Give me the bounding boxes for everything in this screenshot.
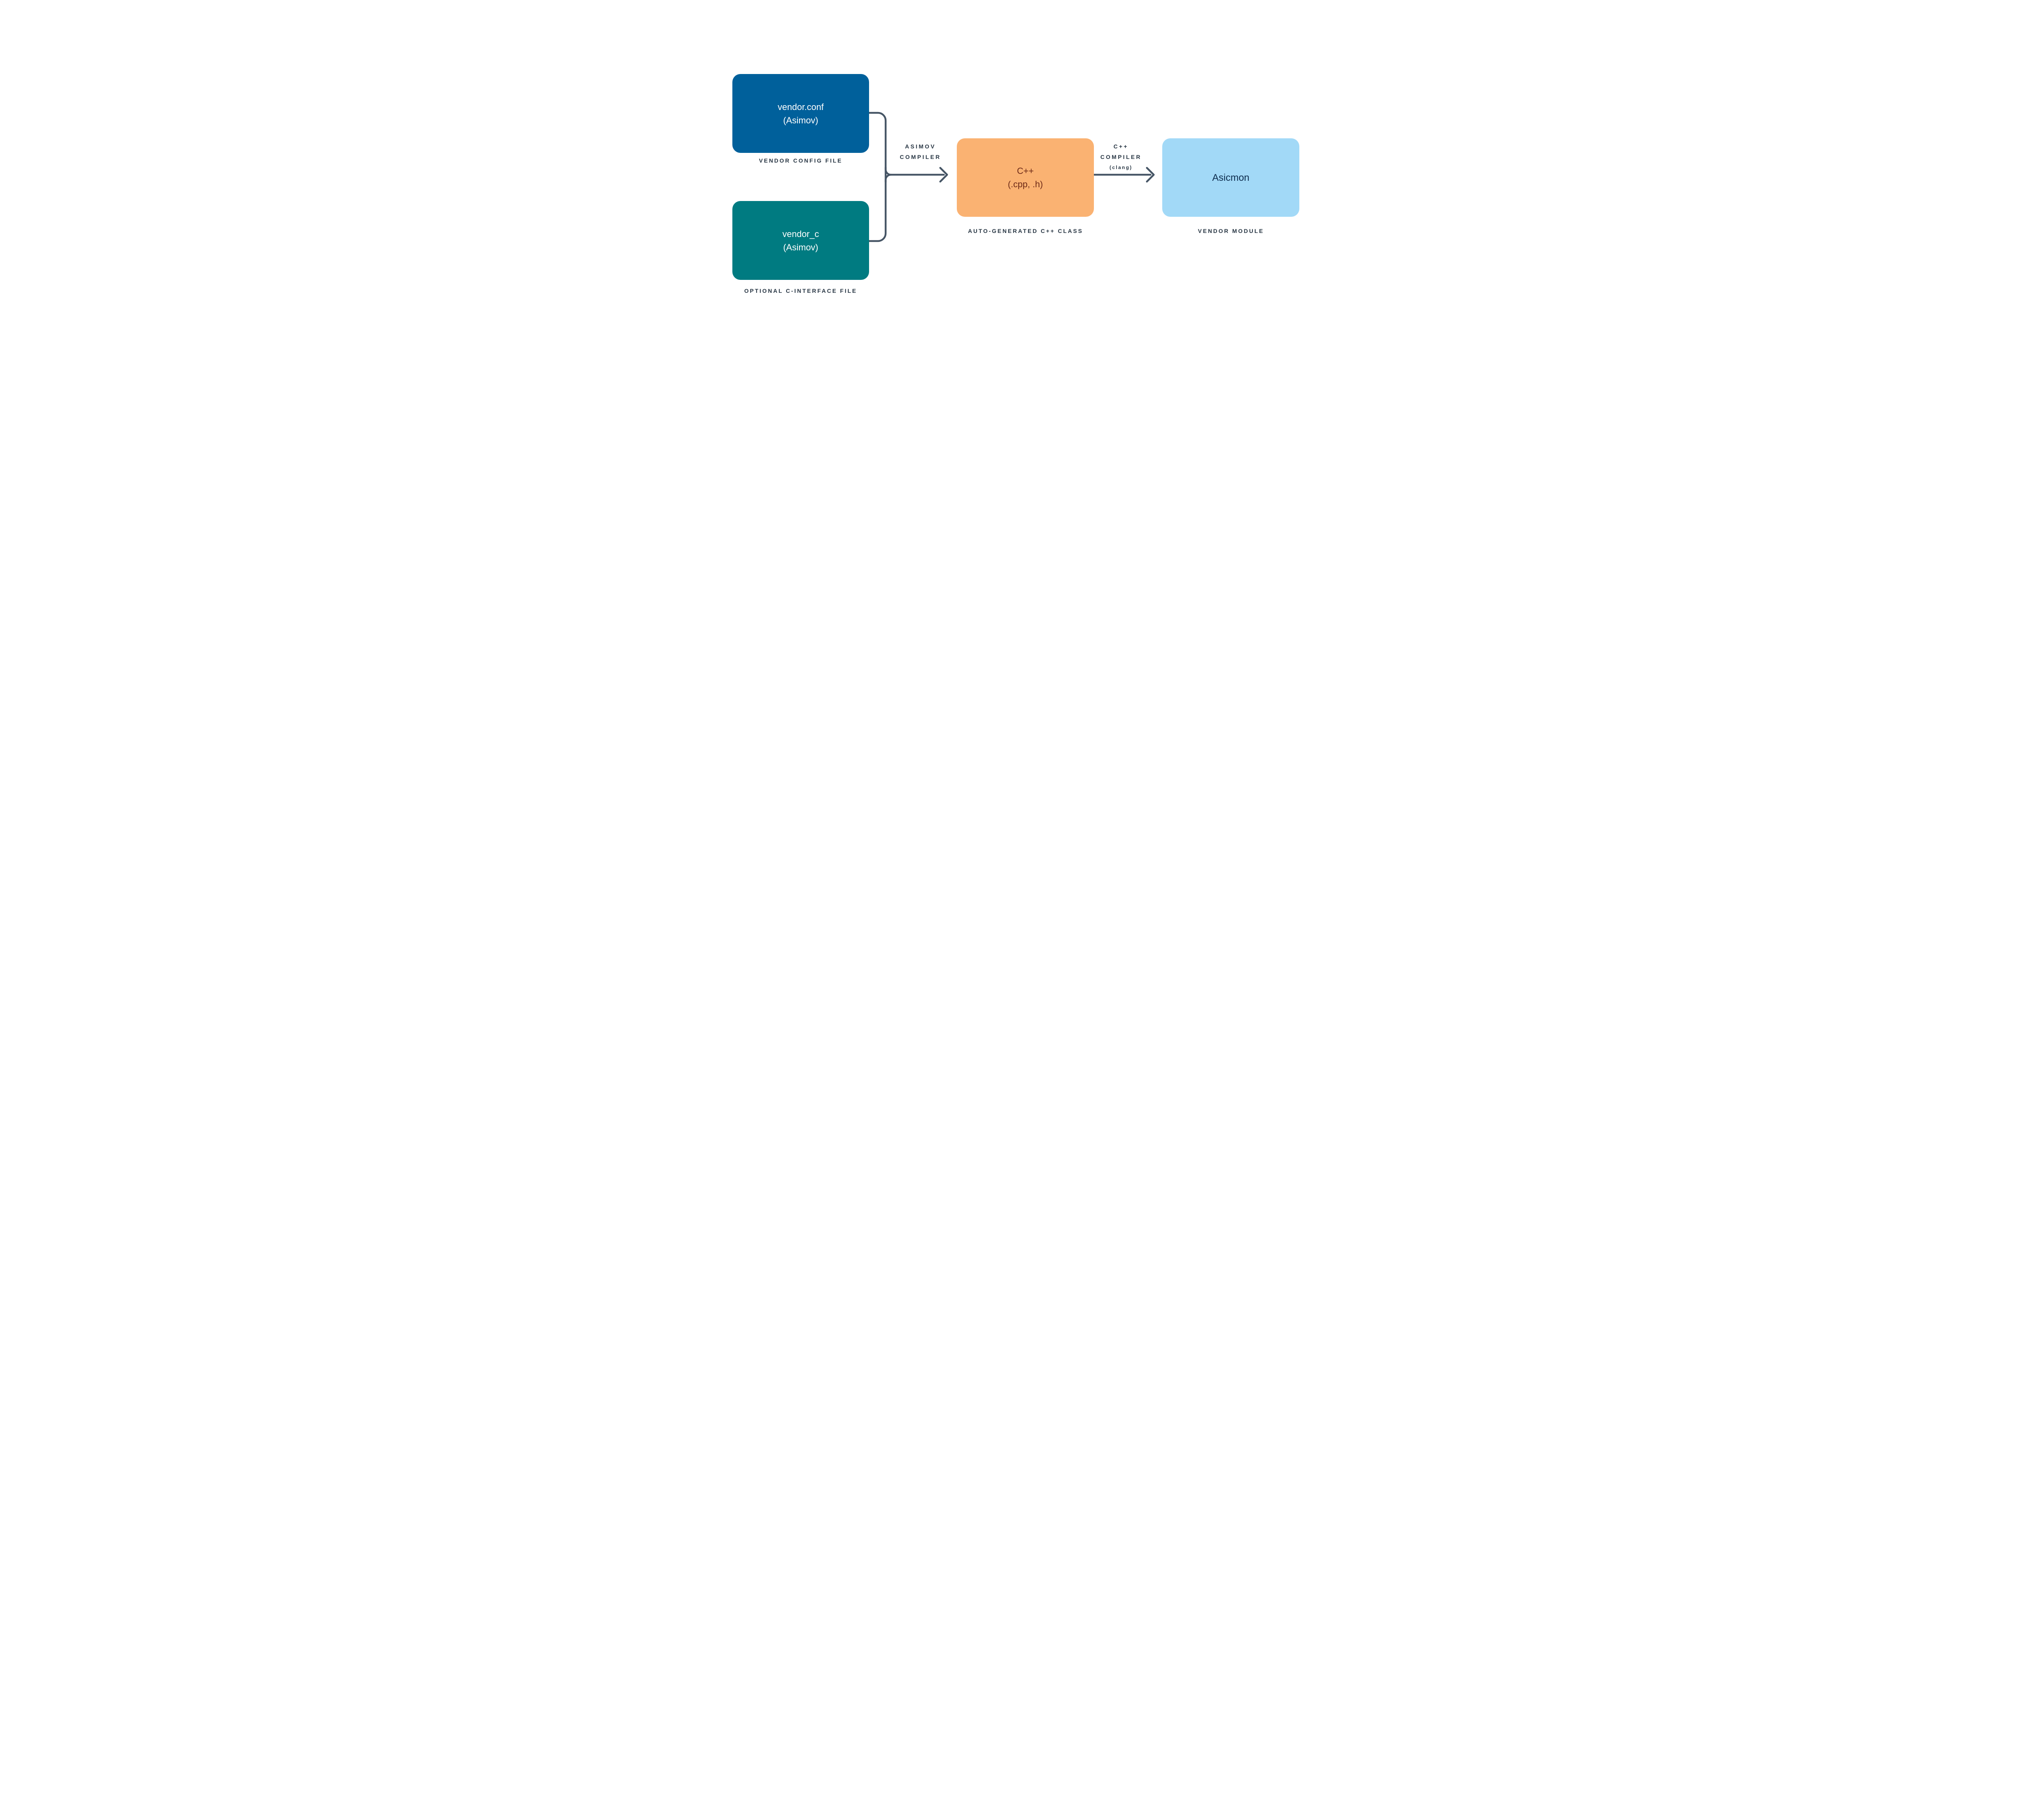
asimov-compiler-label-line1: ASIMOV [905, 143, 936, 150]
node-asicmon: Asicmon [1162, 138, 1299, 217]
cpp-compiler-label-line3: (clang) [1109, 165, 1133, 170]
node-cpp-class: C++ (.cpp, .h) [957, 138, 1094, 217]
vendor-conf-title-line2: (Asimov) [783, 115, 819, 125]
bracket-bottom-connector [867, 174, 892, 242]
diagram-canvas: vendor.conf (Asimov) VENDOR CONFIG FILE … [687, 0, 1335, 364]
vendor-conf-title-line1: vendor.conf [778, 102, 824, 112]
cpp-compiler-label-line1: C++ [1113, 143, 1129, 150]
node-vendor-conf: vendor.conf (Asimov) [732, 74, 869, 153]
cpp-class-title-line1: C++ [1017, 166, 1034, 176]
cpp-compiler-label: C++ COMPILER (clang) [1100, 141, 1142, 173]
cpp-class-caption: AUTO-GENERATED C++ CLASS [968, 226, 1083, 236]
asicmon-title-line1: Asicmon [1212, 172, 1250, 183]
cpp-compiler-label-line2: COMPILER [1100, 154, 1142, 160]
asimov-compiler-label-line2: COMPILER [900, 154, 941, 160]
cpp-class-caption-line1: AUTO-GENERATED [968, 228, 1038, 234]
cpp-arrowhead-icon [1146, 167, 1155, 183]
vendor-c-caption: OPTIONAL C-INTERFACE FILE [744, 288, 857, 294]
vendor-c-title-line2: (Asimov) [783, 242, 819, 252]
vendor-conf-caption: VENDOR CONFIG FILE [759, 157, 843, 164]
asimov-compiler-label: ASIMOV COMPILER [900, 141, 941, 162]
asicmon-caption: VENDOR MODULE [1198, 228, 1264, 234]
asimov-arrowhead-icon [939, 167, 948, 183]
cpp-class-title-line2: (.cpp, .h) [1008, 179, 1043, 189]
node-vendor-c: vendor_c (Asimov) [732, 201, 869, 280]
connector-layer [867, 112, 1155, 242]
vendor-c-title-line1: vendor_c [782, 229, 819, 239]
cpp-class-caption-line2: C++ CLASS [1041, 228, 1083, 234]
